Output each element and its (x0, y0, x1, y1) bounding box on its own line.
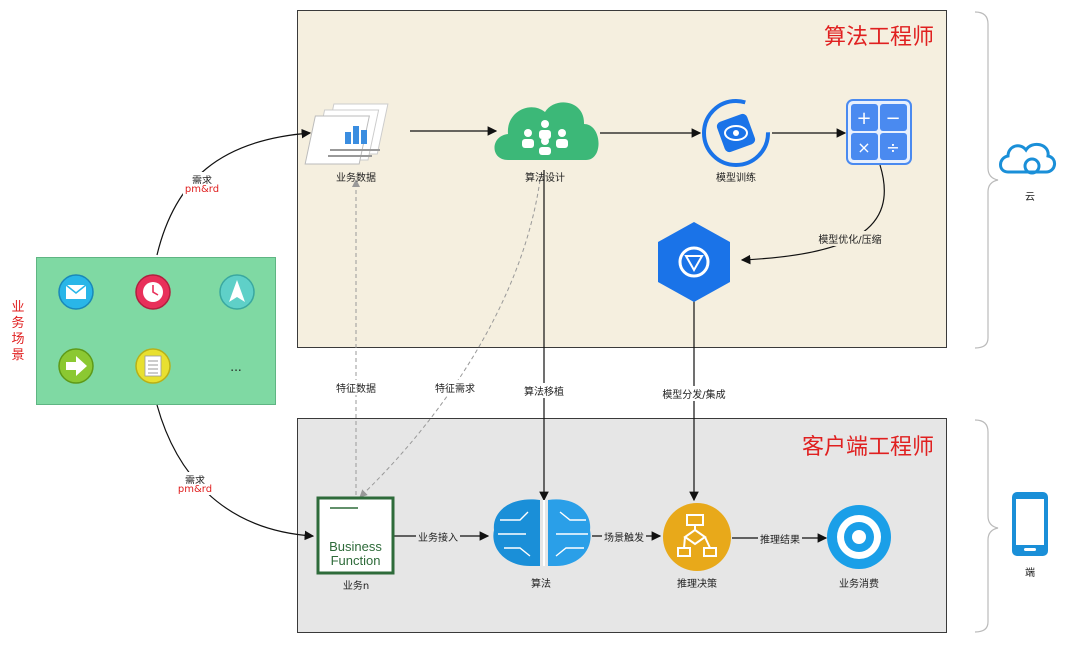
edge-demand-bottom (156, 404, 315, 541)
model-hexagon-icon (658, 222, 730, 302)
svg-text:÷: ÷ (886, 138, 899, 157)
side-label-cloud: 云 (1025, 192, 1035, 203)
edge-label-infer-result: 推理结果 (758, 531, 802, 546)
side-label-device: 端 (1025, 568, 1035, 579)
label-model-training: 模型训练 (716, 173, 756, 184)
business-function-title: Business Function (318, 540, 393, 568)
device-panel-title: 客户端工程师 (801, 435, 934, 460)
business-scene-label: 业务场景 (11, 300, 25, 363)
phone-side-icon (1012, 492, 1048, 556)
edge-label-model-opt: 模型优化/压缩 (816, 231, 884, 246)
calculator-icon: + − × ÷ (846, 99, 912, 165)
edge-label-pmrd-bottom: pm&rd (175, 484, 215, 495)
cloud-side-icon (999, 142, 1056, 175)
navigation-icon (219, 274, 255, 310)
business-function-line2: Function (330, 553, 381, 568)
scene-more: ... (230, 360, 242, 374)
cloud-panel: 算法工程师 (297, 10, 947, 348)
cloud-brace (974, 11, 999, 349)
svg-text:+: + (856, 108, 871, 129)
model-training-icon (702, 99, 770, 167)
edge-label-demand-top: 需求 (190, 172, 214, 187)
notes-icon (135, 348, 171, 384)
business-function-line1: Business (329, 539, 382, 554)
label-algo-design: 算法设计 (525, 173, 565, 184)
edge-label-demand-bottom: 需求 (183, 472, 207, 487)
label-inference: 推理决策 (677, 579, 717, 590)
edge-label-pmrd-top: pm&rd (182, 184, 222, 195)
arrow-right-icon (58, 348, 94, 384)
label-consumption: 业务消费 (839, 579, 879, 590)
edge-label-algo-port: 算法移植 (522, 383, 566, 398)
business-function-icon (316, 496, 395, 575)
edge-label-biz-access: 业务接入 (416, 529, 460, 544)
business-consumption-icon (827, 505, 891, 569)
clock-icon (135, 274, 171, 310)
mail-icon (58, 274, 94, 310)
edge-label-scene-trigger: 场景触发 (602, 529, 646, 544)
edge-demand-top (156, 128, 312, 256)
brain-icon (493, 499, 591, 566)
edge-label-feature-data: 特征数据 (334, 380, 378, 395)
label-business-n: 业务n (342, 581, 370, 592)
svg-text:−: − (885, 108, 900, 129)
edge-feature-demand (359, 179, 541, 498)
device-brace (974, 419, 999, 633)
algo-design-cloud-icon (494, 102, 599, 160)
svg-text:×: × (857, 138, 870, 157)
business-data-icon (304, 103, 389, 165)
edge-label-model-dist: 模型分发/集成 (660, 386, 728, 401)
label-algorithm: 算法 (531, 579, 551, 590)
cloud-panel-title: 算法工程师 (823, 25, 934, 50)
inference-decision-icon (663, 503, 731, 571)
label-business-data: 业务数据 (336, 173, 376, 184)
edge-label-feature-demand: 特征需求 (433, 380, 477, 395)
